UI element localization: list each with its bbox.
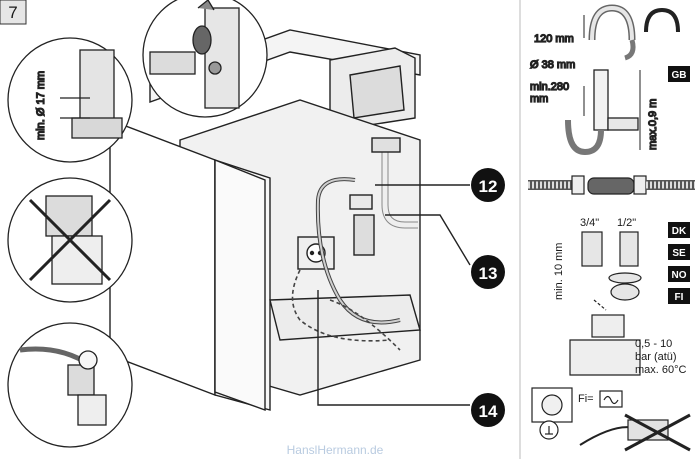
min-10-label: min. 10 mm bbox=[553, 243, 565, 300]
watermark: HanslHermann.de bbox=[287, 443, 384, 457]
hose-120-label: 120 mm bbox=[534, 33, 574, 45]
max-temperature-label: max. 60°C bbox=[635, 364, 687, 376]
rcd-label: Fi= bbox=[578, 393, 594, 405]
min-280-label: min.280 bbox=[530, 81, 569, 93]
country-code-no: NO bbox=[672, 270, 687, 281]
thread-12-label: 1/2" bbox=[617, 217, 636, 229]
diameter-38-label: Ø 38 mm bbox=[530, 59, 575, 71]
pressure-range-label: 0,5 - 10 bbox=[635, 338, 672, 350]
callout-12: 12 bbox=[471, 168, 505, 202]
callout-leaders bbox=[317, 184, 471, 406]
detail-circle-aquastop-valve bbox=[7, 322, 133, 448]
country-badges-nordic: DK SE NO FI bbox=[668, 222, 690, 304]
hose-clamp-detail bbox=[528, 175, 695, 195]
max-height-label: max.0,9 m bbox=[647, 99, 659, 150]
country-badge-gb: GB bbox=[668, 66, 690, 82]
callout-13: 13 bbox=[471, 255, 505, 289]
callout-14-number: 14 bbox=[479, 402, 498, 421]
thread-adapter-detail: 3/4" 1/2" min. 10 mm bbox=[553, 217, 642, 301]
step-number-box: 7 bbox=[0, 0, 27, 25]
step-number: 7 bbox=[8, 3, 17, 22]
callout-12-number: 12 bbox=[479, 177, 498, 196]
country-code-se: SE bbox=[672, 248, 686, 259]
electrical-detail: Fi= bbox=[531, 387, 691, 452]
country-code-gb: GB bbox=[672, 70, 687, 81]
detail-circle-no-bending bbox=[7, 177, 133, 303]
detail-circle-min-diameter: min. Ø 17 mm bbox=[7, 37, 133, 163]
thread-34-label: 3/4" bbox=[580, 217, 599, 229]
siphon-detail: Ø 38 mm min.280 mm max.0,9 m bbox=[529, 58, 660, 156]
pressure-unit-label: bar (atü) bbox=[635, 351, 677, 363]
country-code-dk: DK bbox=[672, 226, 687, 237]
callout-13-number: 13 bbox=[479, 264, 498, 283]
detail-circle-tap-connection bbox=[142, 0, 268, 118]
country-code-fi: FI bbox=[675, 292, 684, 303]
kitchen-cabinet-scene bbox=[109, 29, 421, 411]
callout-14: 14 bbox=[471, 393, 505, 427]
hose-bend-support: 120 mm bbox=[533, 4, 680, 61]
min-diameter-label: min. Ø 17 mm bbox=[35, 71, 47, 140]
min-280-unit: mm bbox=[530, 93, 548, 105]
tap-pressure-detail: 0,5 - 10 bar (atü) max. 60°C bbox=[569, 299, 687, 376]
